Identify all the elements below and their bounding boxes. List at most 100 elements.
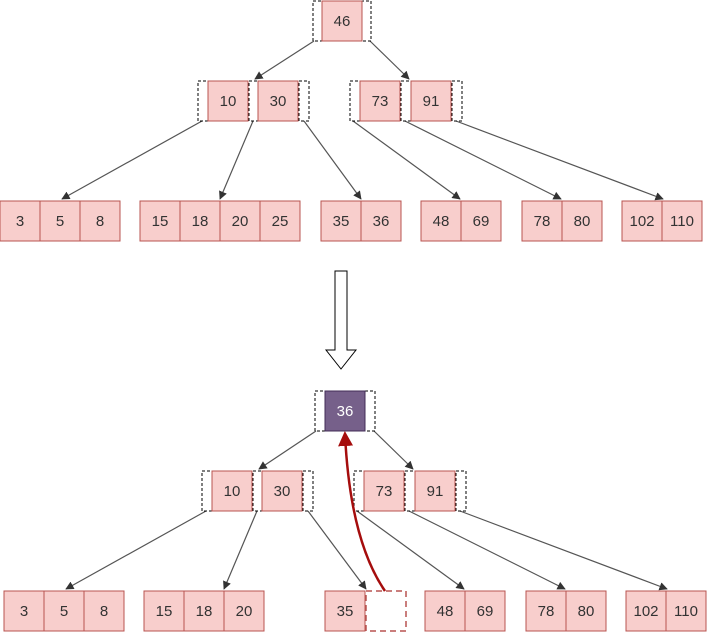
leaf-node-before: 102 110 — [621, 200, 703, 242]
key-label: 25 — [272, 213, 289, 230]
key-cell — [665, 590, 707, 632]
leaf-node-after: 48 69 — [424, 590, 506, 632]
pointer-slot — [353, 470, 365, 512]
key-cell — [460, 200, 502, 242]
key-cell — [79, 200, 121, 242]
key-cell — [83, 590, 125, 632]
key-cell — [139, 200, 181, 242]
edge — [307, 510, 367, 590]
key-label: 35 — [333, 213, 350, 230]
key-label: 20 — [236, 603, 253, 620]
edge — [408, 510, 566, 590]
key-cell — [211, 470, 253, 512]
key-label: 73 — [376, 483, 393, 500]
key-label: 78 — [534, 213, 551, 230]
pointer-slot — [364, 390, 376, 432]
key-cell — [257, 80, 299, 122]
key-cell — [207, 80, 249, 122]
key-label: 36 — [373, 213, 390, 230]
pointer-slot — [298, 80, 310, 122]
key-cell — [320, 200, 362, 242]
key-cell — [0, 200, 41, 242]
key-cell — [223, 590, 265, 632]
key-label: 110 — [674, 603, 698, 620]
key-cell — [261, 470, 303, 512]
key-label: 80 — [574, 213, 591, 230]
transition-down-arrow-icon — [324, 270, 358, 370]
vacated-key-cell — [365, 590, 407, 632]
key-cell — [525, 590, 567, 632]
leaf-node-before: 35 36 — [320, 200, 402, 242]
key-label: 102 — [633, 603, 658, 620]
leaf-node-after: 102 110 — [625, 590, 707, 632]
leaf-node-before: 15 18 20 25 — [139, 200, 301, 242]
key-label: 30 — [270, 93, 287, 110]
leaf-node-before: 78 80 — [521, 200, 603, 242]
key-label: 3 — [16, 213, 24, 230]
key-cell — [363, 470, 405, 512]
key-label: 48 — [437, 603, 454, 620]
pointer-slot — [314, 390, 326, 432]
pointer-slot — [349, 80, 361, 122]
edge — [352, 120, 461, 200]
key-cell — [359, 80, 401, 122]
key-label: 10 — [224, 483, 241, 500]
key-cell — [3, 590, 45, 632]
key-label: 110 — [670, 213, 694, 230]
key-cell — [521, 200, 563, 242]
key-cell — [565, 590, 607, 632]
key-cell — [561, 200, 603, 242]
leaf-node-after: 3 5 8 — [3, 590, 125, 632]
key-label: 91 — [427, 483, 444, 500]
key-label: 69 — [477, 603, 494, 620]
pointer-slot — [455, 470, 467, 512]
edge — [404, 120, 562, 200]
pointer-slot — [201, 470, 213, 512]
key-cell — [324, 590, 366, 632]
edge — [455, 120, 664, 201]
key-cell — [183, 590, 225, 632]
edge — [219, 120, 254, 200]
promotion-arrow-icon — [338, 431, 387, 592]
key-cell — [143, 590, 185, 632]
root-node-before: 46 — [312, 0, 372, 42]
edges-before — [61, 40, 664, 201]
edge — [303, 120, 362, 200]
edge — [369, 40, 410, 80]
key-label: 8 — [100, 603, 108, 620]
pointer-slot — [451, 80, 463, 122]
internal-node-right-before: 73 91 — [349, 80, 463, 122]
key-label: 78 — [538, 603, 555, 620]
key-cell — [414, 470, 456, 512]
key-cell — [39, 200, 81, 242]
edge — [61, 120, 203, 200]
leaf-node-after: 78 80 — [525, 590, 607, 632]
pointer-slot — [302, 470, 314, 512]
key-label: 46 — [334, 13, 351, 30]
edge — [459, 510, 668, 591]
key-label: 18 — [196, 603, 213, 620]
edge — [254, 40, 315, 80]
key-cell — [621, 200, 663, 242]
key-cell — [321, 0, 363, 42]
key-label: 10 — [220, 93, 237, 110]
internal-node-left-before: 10 30 — [197, 80, 310, 122]
key-label: 5 — [60, 603, 68, 620]
leaf-node-before: 48 69 — [420, 200, 502, 242]
key-cell — [661, 200, 703, 242]
key-cell — [464, 590, 506, 632]
key-label: 36 — [337, 403, 354, 420]
root-node-after: 36 — [314, 390, 376, 432]
key-cell — [219, 200, 261, 242]
edges-after — [65, 430, 668, 591]
key-label: 35 — [337, 603, 354, 620]
key-label: 3 — [20, 603, 28, 620]
key-cell — [43, 590, 85, 632]
key-label: 8 — [96, 213, 104, 230]
key-label: 20 — [232, 213, 249, 230]
key-label: 73 — [372, 93, 389, 110]
edge — [65, 510, 207, 590]
key-label: 48 — [433, 213, 450, 230]
edge — [373, 430, 414, 470]
